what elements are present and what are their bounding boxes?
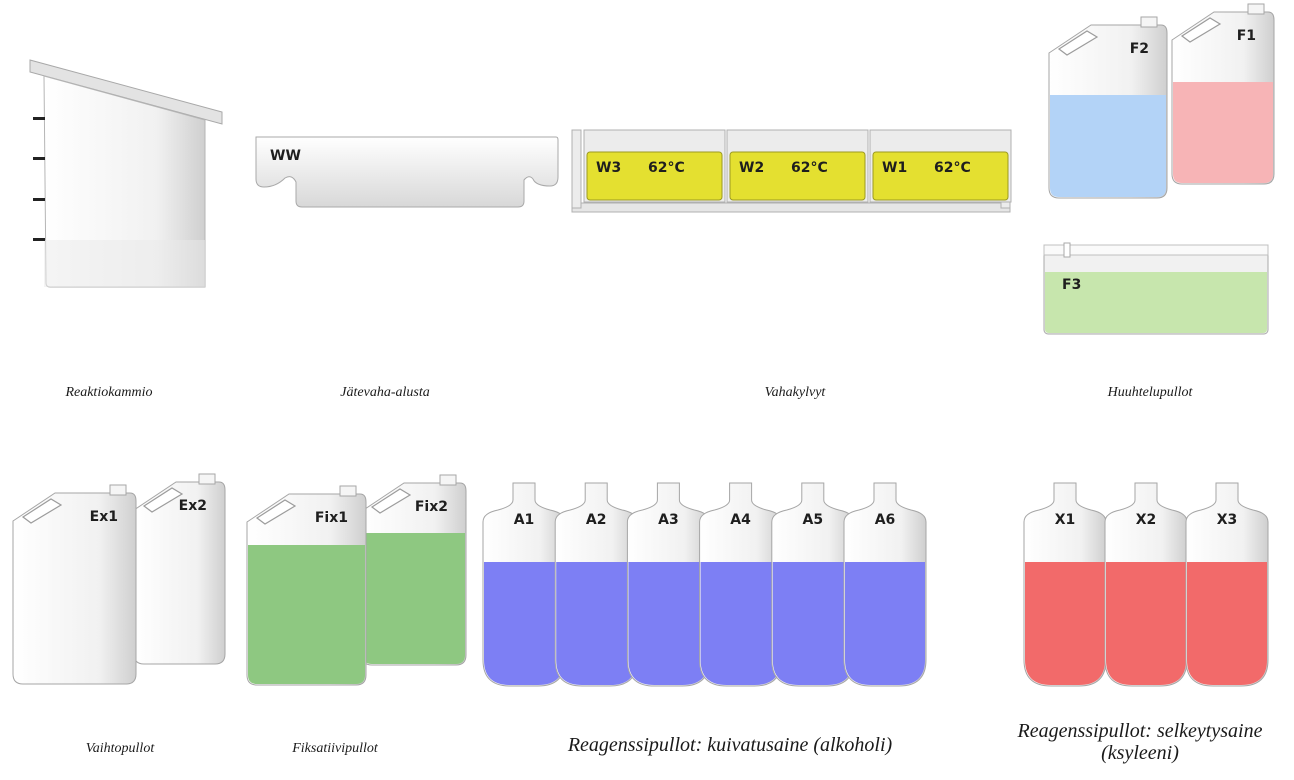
- reaction-chamber[interactable]: [29, 59, 223, 288]
- dehydrant-bottle-a3[interactable]: A3: [626, 482, 710, 687]
- clearing-bottle-x2-label: X2: [1136, 512, 1157, 528]
- flush-tray-label: F3: [1062, 277, 1081, 293]
- wax-bath-label: W1: [882, 160, 907, 176]
- wax-bath-w3[interactable]: W3 62°C: [583, 129, 726, 203]
- dehydrant-bottle-a2-label: A2: [586, 512, 607, 528]
- exchange-bottle-ex2-label: Ex2: [179, 498, 207, 514]
- wax-bath-temp: 62°C: [791, 160, 828, 176]
- exchange-bottle-ex1[interactable]: Ex1: [12, 484, 137, 685]
- clearing-bottle-x1-label: X1: [1055, 512, 1076, 528]
- wax-bath-label: W3: [596, 160, 621, 176]
- dehydrant-bottle-a4-label: A4: [730, 512, 751, 528]
- flush-tray-f3[interactable]: F3: [1043, 242, 1269, 335]
- caption-waste-tray: Jätevaha-alusta: [340, 385, 430, 400]
- wax-bath-list: W3 62°C W2 62°C W1 62°C: [583, 129, 1012, 203]
- wax-bath-w1[interactable]: W1 62°C: [869, 129, 1012, 203]
- caption-wax-baths: Vahakylvyt: [764, 385, 826, 400]
- flush-bottle-f2-label: F2: [1130, 41, 1149, 57]
- dehydrant-bottle-a6-label: A6: [875, 512, 896, 528]
- dehydrant-bottle-a5[interactable]: A5: [771, 482, 855, 687]
- dehydrant-bottle-a5-label: A5: [803, 512, 824, 528]
- exchange-bottle-ex1-label: Ex1: [90, 509, 118, 525]
- caption-exchange-bottles: Vaihtopullot: [85, 741, 155, 756]
- waste-wax-tray[interactable]: WW: [255, 136, 559, 208]
- fixative-bottle-fix1-label: Fix1: [315, 510, 348, 526]
- fixative-bottle-fix2-label: Fix2: [415, 499, 448, 515]
- wax-bath-temp: 62°C: [934, 160, 971, 176]
- clearing-bottle-x1[interactable]: X1: [1023, 482, 1107, 687]
- wax-bath-w2[interactable]: W2 62°C: [726, 129, 869, 203]
- dehydrant-bottle-list: A1 A2 A3 A4 A5 A6: [482, 482, 927, 687]
- fixative-bottle-fix1[interactable]: Fix1: [246, 485, 367, 686]
- flush-bottle-f1-label: F1: [1237, 28, 1256, 44]
- clearing-bottle-x2[interactable]: X2: [1104, 482, 1188, 687]
- flush-bottle-f1[interactable]: F1: [1171, 3, 1275, 185]
- dehydrant-bottle-a2[interactable]: A2: [554, 482, 638, 687]
- dehydrant-bottle-a1[interactable]: A1: [482, 482, 566, 687]
- clearing-bottle-x3-label: X3: [1217, 512, 1238, 528]
- caption-fixative-bottles: Fiksatiivipullot: [292, 741, 378, 756]
- flush-bottle-f2[interactable]: F2: [1048, 16, 1168, 199]
- dehydrant-bottle-a3-label: A3: [658, 512, 679, 528]
- wax-baths[interactable]: W3 62°C W2 62°C W1 62°C: [571, 129, 1012, 213]
- caption-clearing-bottles: Reagenssipullot: selkeytysaine (ksyleeni…: [1017, 720, 1263, 764]
- caption-flush-bottles: Huuhtelupullot: [1107, 385, 1193, 400]
- caption-dehydrant-bottles: Reagenssipullot: kuivatusaine (alkoholi): [567, 734, 893, 756]
- exchange-bottle-ex2[interactable]: Ex2: [133, 473, 226, 665]
- wax-bath-label: W2: [739, 160, 764, 176]
- caption-reaction-chamber: Reaktiokammio: [65, 385, 153, 400]
- dehydrant-bottle-a6[interactable]: A6: [843, 482, 927, 687]
- fixative-bottle-fix2[interactable]: Fix2: [361, 474, 467, 666]
- waste-tray-label: WW: [270, 148, 301, 164]
- dehydrant-bottle-a4[interactable]: A4: [699, 482, 783, 687]
- dehydrant-bottle-a1-label: A1: [514, 512, 535, 528]
- clearing-bottle-x3[interactable]: X3: [1185, 482, 1269, 687]
- clearing-bottle-list: X1 X2 X3: [1023, 482, 1269, 687]
- wax-bath-temp: 62°C: [648, 160, 685, 176]
- level-marks: [33, 117, 45, 241]
